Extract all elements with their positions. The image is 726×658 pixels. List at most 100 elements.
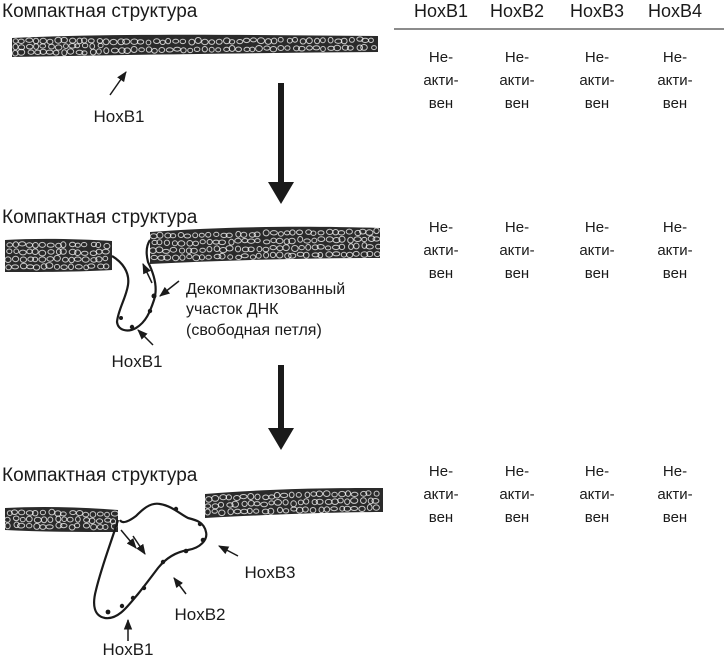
nucleosome bbox=[353, 242, 360, 250]
nucleosome bbox=[311, 244, 319, 251]
nucleosome bbox=[40, 263, 48, 270]
nucleosome bbox=[80, 242, 88, 248]
nucleosome bbox=[75, 516, 81, 523]
nucleosome bbox=[97, 42, 104, 49]
nucleosome bbox=[186, 254, 193, 260]
header-hoxb1: HoxB1 bbox=[414, 1, 468, 21]
nucleosome bbox=[169, 233, 177, 239]
nucleosome bbox=[249, 254, 257, 260]
nucleosome bbox=[178, 247, 186, 254]
nucleosome bbox=[74, 249, 82, 256]
nucleosome bbox=[280, 492, 289, 499]
nucleosome bbox=[292, 36, 298, 43]
nucleosome bbox=[45, 524, 54, 530]
nucleosome bbox=[159, 39, 166, 45]
nucleosome bbox=[231, 500, 239, 508]
stage-3-nucleosomes bbox=[4, 490, 380, 531]
table-cell-r1-c2: Не-акти-вен bbox=[499, 49, 534, 112]
nucleosome bbox=[269, 46, 278, 53]
nucleosome bbox=[273, 499, 282, 506]
nucleosome bbox=[96, 48, 102, 55]
stage-1-chromatin-fiber bbox=[12, 34, 378, 57]
nucleosome bbox=[26, 43, 34, 50]
nucleosome bbox=[80, 250, 89, 256]
nucleosome bbox=[282, 244, 290, 252]
nucleosome bbox=[39, 509, 47, 516]
nucleosome bbox=[33, 43, 40, 50]
nucleosome bbox=[4, 522, 11, 530]
nucleosome bbox=[76, 37, 83, 45]
nucleosome bbox=[248, 232, 256, 238]
nucleosome bbox=[249, 46, 256, 53]
nucleosome bbox=[298, 245, 305, 251]
stage-2-free-loop bbox=[111, 239, 157, 332]
table-body: Не-акти-венНе-акти-венНе-акти-венНе-акти… bbox=[423, 49, 692, 526]
table-cell-r1-c3: Не-акти-вен bbox=[579, 49, 614, 112]
nucleosome bbox=[90, 241, 98, 248]
nucleosome bbox=[40, 516, 48, 524]
nucleosome bbox=[25, 515, 33, 523]
nucleosome bbox=[6, 510, 13, 516]
nucleosome bbox=[304, 491, 311, 498]
stage-1-title: Компактная структура bbox=[2, 1, 198, 22]
header-hoxb3: HoxB3 bbox=[570, 1, 624, 21]
nucleosome bbox=[145, 39, 152, 46]
nucleosome bbox=[282, 508, 290, 514]
nucleosome bbox=[118, 47, 126, 54]
nucleosome bbox=[54, 44, 63, 51]
stage-2-loop-note-line-1: Декомпактизованный bbox=[186, 281, 345, 298]
nucleosome bbox=[330, 506, 338, 512]
nucleosome bbox=[54, 36, 63, 44]
nucleosome bbox=[240, 253, 249, 259]
stage-2-hoxb1-arrow bbox=[137, 329, 154, 346]
nucleosome bbox=[305, 37, 313, 45]
stage-2-title: Компактная структура bbox=[2, 207, 198, 228]
nucleosome bbox=[255, 252, 262, 259]
nucleosome bbox=[12, 515, 20, 522]
nucleosome bbox=[226, 502, 234, 508]
nucleosome bbox=[303, 238, 311, 244]
nucleosome bbox=[275, 237, 284, 245]
nucleosome bbox=[163, 239, 170, 247]
nucleosome bbox=[315, 490, 324, 498]
nucleosome bbox=[6, 242, 13, 248]
nucleosome bbox=[18, 509, 26, 516]
nucleosome bbox=[367, 497, 374, 505]
nucleosome bbox=[365, 229, 374, 236]
nucleosome bbox=[162, 248, 170, 254]
nucleosome bbox=[373, 227, 380, 235]
stage-2-chromatin-fiber bbox=[4, 226, 382, 272]
nucleosome bbox=[314, 37, 321, 45]
nucleosome bbox=[338, 235, 346, 243]
nucleosome bbox=[320, 46, 326, 52]
nucleosome bbox=[373, 490, 380, 497]
nucleosome bbox=[344, 498, 351, 506]
nucleosome bbox=[46, 242, 55, 248]
nucleosome bbox=[165, 47, 174, 53]
nucleosome bbox=[17, 38, 25, 44]
table-cell-r2-c1: Не-акти-вен bbox=[423, 219, 458, 282]
nucleosome bbox=[90, 257, 98, 263]
nucleosome bbox=[82, 522, 91, 529]
nucleosome bbox=[32, 264, 41, 271]
nucleosome bbox=[267, 507, 275, 515]
nucleosome bbox=[102, 255, 109, 262]
nucleosome bbox=[81, 50, 88, 56]
nucleosome bbox=[38, 256, 47, 263]
nucleosome bbox=[315, 498, 324, 505]
nucleosome bbox=[82, 511, 90, 518]
nucleosome bbox=[151, 47, 158, 54]
nucleosome bbox=[17, 522, 26, 529]
nucleosome bbox=[213, 231, 220, 237]
nucleosome bbox=[293, 45, 300, 52]
nucleosome bbox=[288, 237, 296, 245]
nucleosome bbox=[371, 45, 377, 51]
nucleosome bbox=[74, 43, 81, 49]
nucleosome bbox=[66, 48, 75, 55]
nucleosome bbox=[17, 48, 26, 56]
nucleosome bbox=[295, 492, 302, 498]
nucleosome bbox=[211, 495, 220, 502]
nucleosome bbox=[46, 256, 55, 262]
nucleosome bbox=[55, 515, 62, 523]
nucleosome bbox=[302, 506, 309, 513]
